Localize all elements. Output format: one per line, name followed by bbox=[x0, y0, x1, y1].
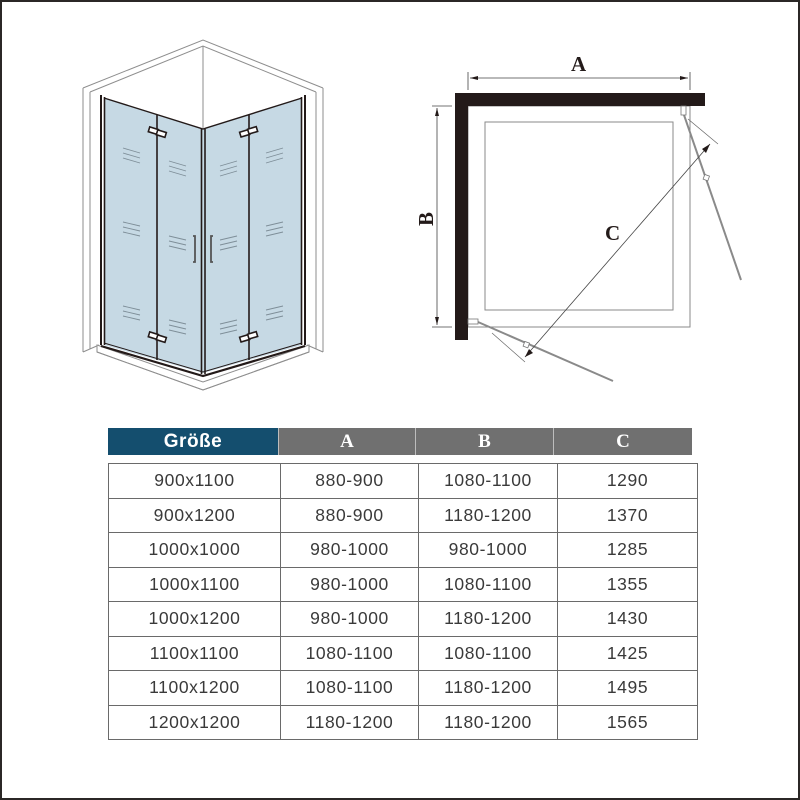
header-size: Größe bbox=[108, 428, 279, 455]
cell-c: 1355 bbox=[557, 566, 698, 602]
cell-size: 1100x1100 bbox=[108, 635, 281, 671]
cell-b: 1080-1100 bbox=[418, 463, 558, 499]
shower-enclosure-illustration bbox=[82, 39, 324, 391]
wall-left bbox=[455, 93, 468, 340]
door-swing-guides bbox=[491, 118, 719, 363]
header-a: A bbox=[279, 428, 416, 455]
cell-c: 1565 bbox=[557, 704, 698, 740]
cell-a: 980-1000 bbox=[280, 601, 419, 637]
top-view-diagram: A B C bbox=[414, 52, 742, 382]
table-row: 900x1200 880-900 1180-1200 1370 bbox=[108, 497, 698, 533]
cell-a: 1080-1100 bbox=[280, 635, 419, 671]
cell-b: 1180-1200 bbox=[418, 497, 558, 533]
cell-size: 900x1100 bbox=[108, 463, 281, 499]
tray-inner bbox=[484, 121, 674, 311]
frame-profiles bbox=[100, 95, 306, 378]
cell-a: 1180-1200 bbox=[280, 704, 419, 740]
cell-b: 1180-1200 bbox=[418, 670, 558, 706]
glass-panels bbox=[104, 98, 302, 373]
dimension-label-c: C bbox=[605, 221, 620, 245]
frosted-stripes bbox=[122, 147, 284, 335]
cell-c: 1495 bbox=[557, 670, 698, 706]
cell-a: 980-1000 bbox=[280, 566, 419, 602]
cell-b: 1180-1200 bbox=[418, 704, 558, 740]
cell-a: 880-900 bbox=[280, 497, 419, 533]
cell-size: 1200x1200 bbox=[108, 704, 281, 740]
table-row: 900x1100 880-900 1080-1100 1290 bbox=[108, 463, 698, 499]
cell-c: 1430 bbox=[557, 601, 698, 637]
shower-tray bbox=[96, 344, 310, 391]
handle-icon bbox=[193, 235, 196, 263]
wall-outline bbox=[82, 39, 324, 353]
table-row: 1000x1200 980-1000 1180-1200 1430 bbox=[108, 601, 698, 637]
cell-size: 1000x1000 bbox=[108, 532, 281, 568]
cell-c: 1285 bbox=[557, 532, 698, 568]
header-c: C bbox=[554, 428, 692, 455]
cell-b: 980-1000 bbox=[418, 532, 558, 568]
hinge-icon bbox=[246, 125, 259, 136]
cell-c: 1425 bbox=[557, 635, 698, 671]
open-door-panels bbox=[477, 114, 742, 382]
dimension-c bbox=[524, 143, 711, 358]
tray-outline bbox=[467, 105, 691, 328]
hinge-icon bbox=[155, 128, 168, 139]
dimension-b bbox=[432, 105, 452, 328]
table-row: 1100x1200 1080-1100 1180-1200 1495 bbox=[108, 670, 698, 706]
table-row: 1100x1100 1080-1100 1080-1100 1425 bbox=[108, 635, 698, 671]
cell-b: 1080-1100 bbox=[418, 566, 558, 602]
handle-icons bbox=[193, 235, 213, 263]
dimension-a bbox=[467, 72, 691, 90]
spec-table: 900x1100 880-900 1080-1100 1290 900x1200… bbox=[108, 463, 698, 740]
table-row: 1200x1200 1180-1200 1180-1200 1565 bbox=[108, 704, 698, 740]
spec-table-header: Größe A B C bbox=[108, 428, 692, 455]
hinge-icon bbox=[155, 333, 168, 344]
cell-b: 1180-1200 bbox=[418, 601, 558, 637]
cell-b: 1080-1100 bbox=[418, 635, 558, 671]
cell-size: 1100x1200 bbox=[108, 670, 281, 706]
cell-c: 1290 bbox=[557, 463, 698, 499]
hinge-icon bbox=[246, 330, 259, 341]
dimension-label-a: A bbox=[571, 52, 587, 76]
dimension-label-b: B bbox=[414, 212, 438, 226]
cell-size: 1000x1100 bbox=[108, 566, 281, 602]
cell-c: 1370 bbox=[557, 497, 698, 533]
header-b: B bbox=[416, 428, 554, 455]
door-hinge-brackets bbox=[467, 105, 711, 349]
handle-icon bbox=[210, 235, 213, 263]
hinge-icons bbox=[147, 125, 259, 344]
table-row: 1000x1000 980-1000 980-1000 1285 bbox=[108, 532, 698, 568]
cell-a: 1080-1100 bbox=[280, 670, 419, 706]
cell-a: 880-900 bbox=[280, 463, 419, 499]
cell-size: 900x1200 bbox=[108, 497, 281, 533]
table-row: 1000x1100 980-1000 1080-1100 1355 bbox=[108, 566, 698, 602]
cell-a: 980-1000 bbox=[280, 532, 419, 568]
wall-top bbox=[455, 93, 705, 106]
cell-size: 1000x1200 bbox=[108, 601, 281, 637]
